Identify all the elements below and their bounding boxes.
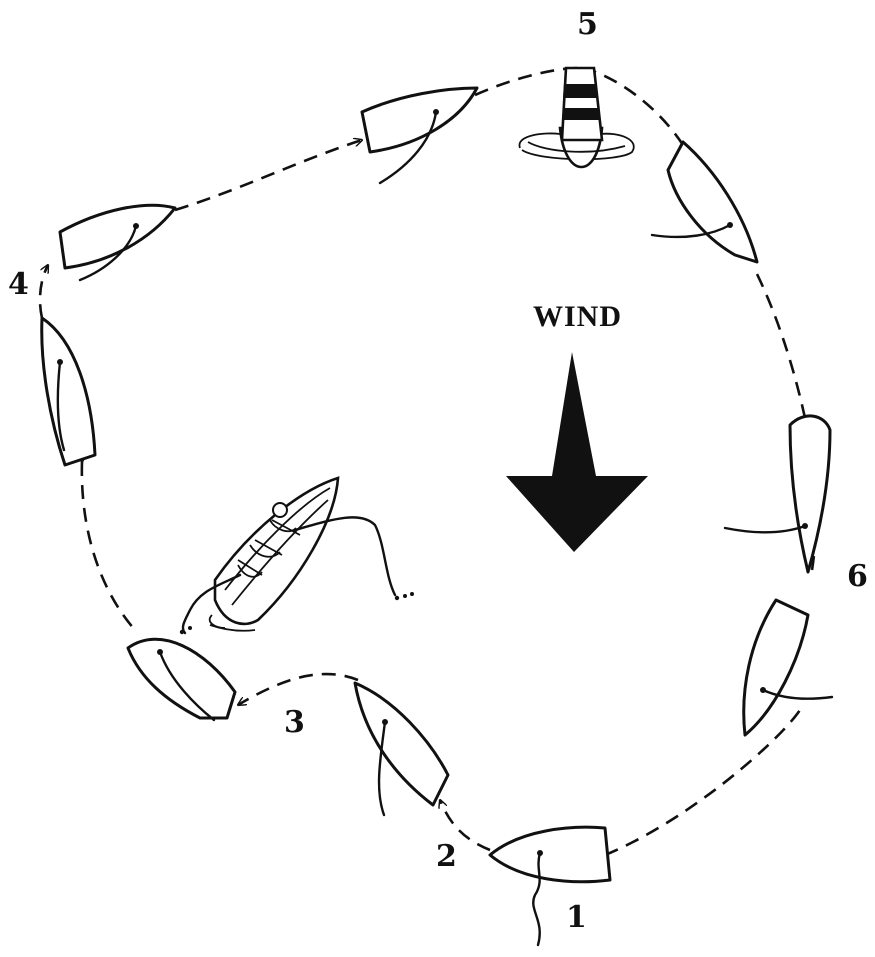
position-label-1: 1 [566, 900, 587, 935]
sailboat-rounding-mark [652, 142, 757, 262]
position-label-4: 4 [8, 267, 29, 302]
position-label-6: 6 [847, 559, 868, 594]
buoy-mark-icon [519, 68, 633, 167]
wind-arrow-icon [506, 352, 648, 552]
sailboat-6 [744, 600, 832, 735]
sailboat-4-tacked [60, 205, 175, 280]
sailboat-beat-to-mark [362, 88, 477, 183]
position-label-5: 5 [577, 7, 598, 42]
sailboat-1 [490, 827, 610, 945]
sailboat-3 [128, 639, 235, 720]
position-label-2: 2 [436, 839, 457, 874]
sailboat-running [725, 416, 830, 572]
sailboat-4-close-hauled [42, 318, 95, 465]
position-label-3: 3 [284, 705, 305, 740]
sailboat-2 [355, 683, 448, 815]
rowboat-icon [180, 478, 414, 634]
wind-label: WIND [533, 300, 622, 333]
